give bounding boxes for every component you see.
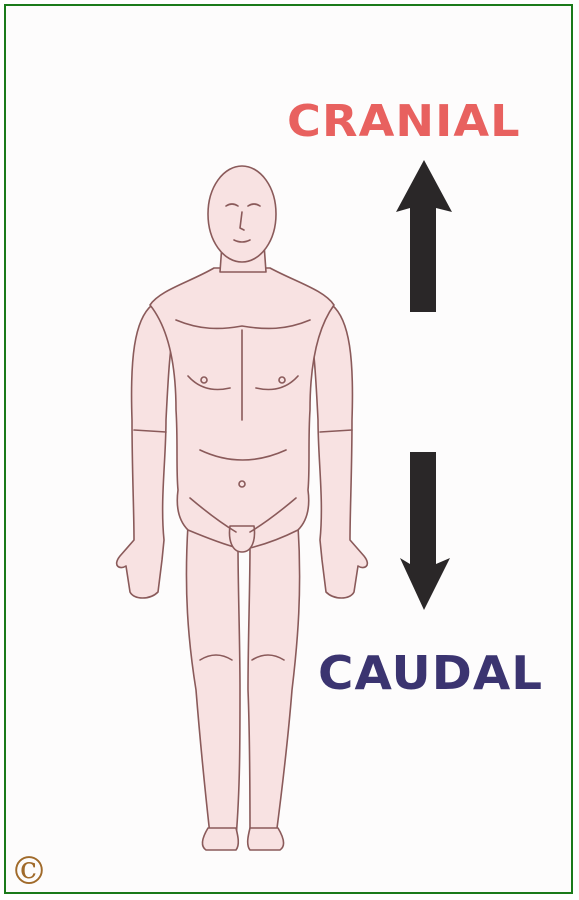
caudal-label: CAUDAL (318, 646, 543, 700)
right-nipple (279, 377, 285, 383)
right-foot (248, 828, 284, 850)
right-arm (308, 305, 367, 598)
human-figure-illustration (117, 166, 368, 850)
left-nipple (201, 377, 207, 383)
navel (239, 481, 245, 487)
left-arm (117, 305, 176, 598)
cranial-label: CRANIAL (287, 96, 521, 147)
copyright-symbol: © (10, 852, 48, 890)
arrow-down-icon (400, 452, 450, 610)
legs (186, 525, 299, 838)
left-foot (202, 828, 238, 850)
arrow-up-icon (396, 160, 452, 312)
